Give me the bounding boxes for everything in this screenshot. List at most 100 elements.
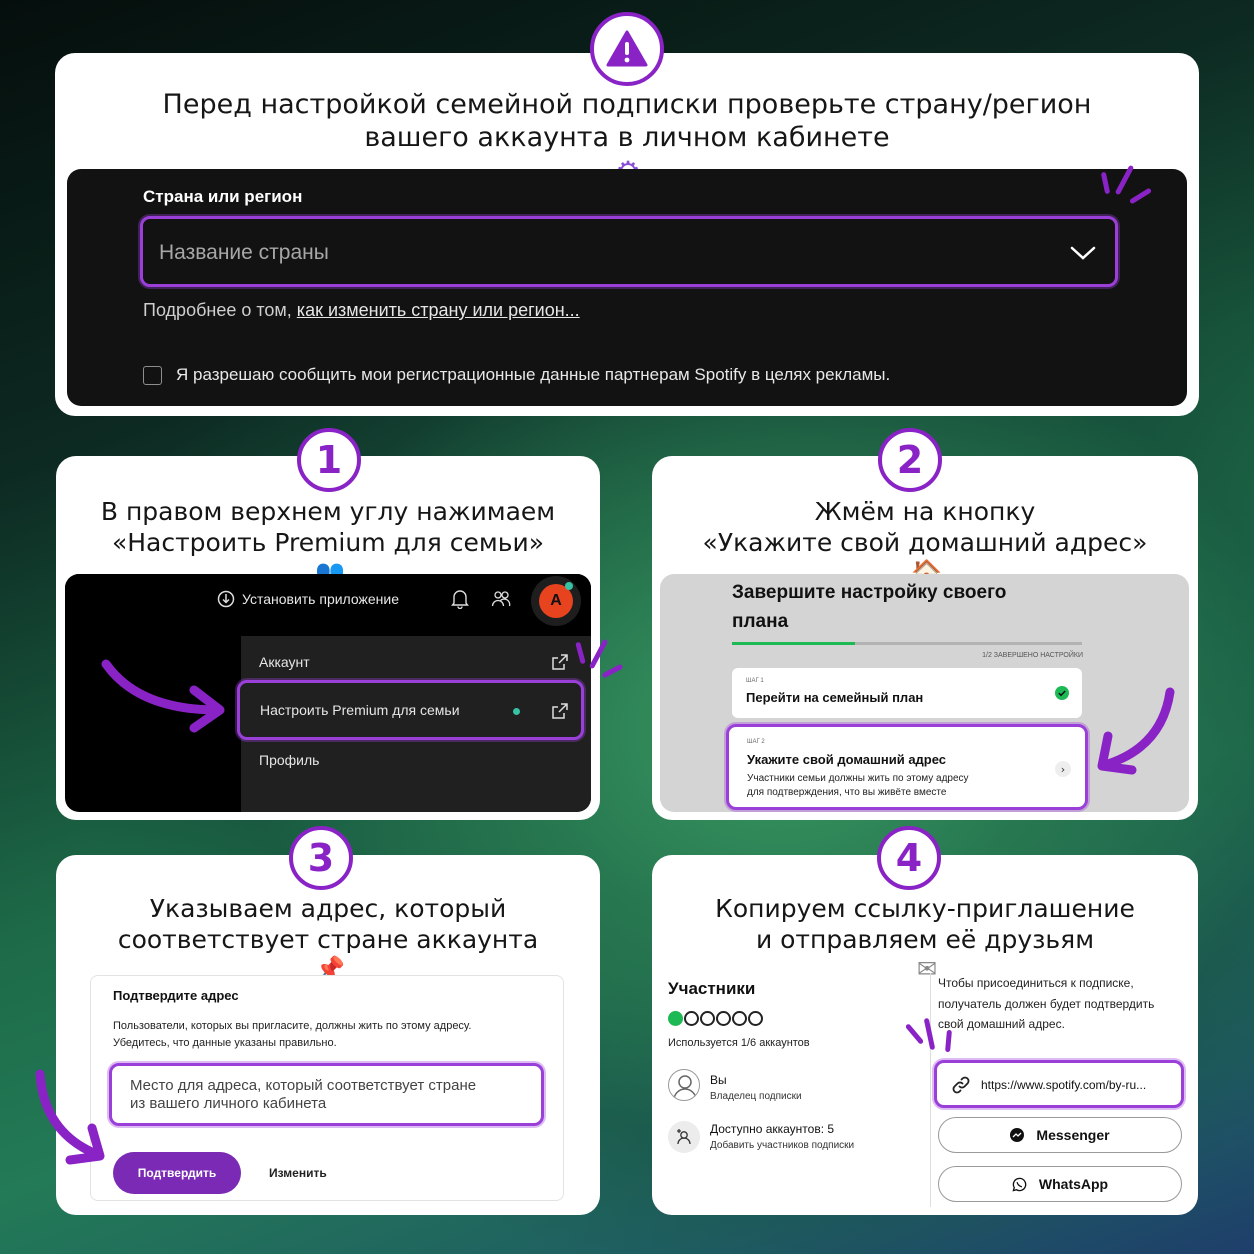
accounts-used: Используется 1/6 аккаунтов [668, 1037, 810, 1049]
member-slot-empty-icon [684, 1011, 699, 1026]
warning-icon [590, 12, 664, 86]
member-slot-empty-icon [748, 1011, 763, 1026]
member-slot-filled-icon [668, 1011, 683, 1026]
step1-title: Перейти на семейный план [746, 690, 924, 705]
step1-tag: ШАГ 1 [746, 678, 764, 684]
step4-title-line1: Копируем ссылку-приглашение [715, 894, 1135, 923]
add-member-icon[interactable] [668, 1121, 700, 1153]
country-select[interactable]: Название страны [140, 216, 1118, 287]
step3-badge: 3 [289, 826, 353, 890]
owner-role: Владелец подписки [710, 1091, 802, 1102]
friends-icon[interactable] [491, 589, 511, 609]
external-link-icon [552, 703, 568, 719]
invite-link-button[interactable]: https://www.spotify.com/by-ru... [934, 1060, 1184, 1108]
menu-item-account[interactable]: Аккаунт [259, 654, 310, 670]
whatsapp-label: WhatsApp [1038, 1176, 1109, 1192]
member-slot-empty-icon [732, 1011, 747, 1026]
column-divider [930, 973, 931, 1207]
step2-card-desc: Участники семьи должны жить по этому адр… [747, 772, 969, 800]
step1-badge: 1 [297, 428, 361, 492]
member-slot-empty-icon [700, 1011, 715, 1026]
country-help-text: Подробнее о том, как изменить страну или… [143, 300, 580, 321]
step3-title-line2: соответствует стране аккаунта [117, 924, 539, 954]
progress-track [732, 642, 1082, 645]
step4-badge: 4 [877, 826, 941, 890]
note-line1: Чтобы присоединиться к подписке, [938, 976, 1134, 990]
chevron-down-icon [1070, 246, 1096, 260]
country-field-label: Страна или регион [143, 187, 303, 206]
owner-avatar [668, 1069, 700, 1101]
addr-line1: Место для адреса, который соответствует … [130, 1077, 477, 1094]
spark-mark [601, 663, 624, 679]
step3-card: Указываем адрес, который соответствует с… [56, 855, 600, 1215]
owner-name: Вы [710, 1073, 727, 1087]
step2-title: Жмём на кнопку «Укажите свой домашний ад… [652, 497, 1198, 589]
note-line2: получатель должен будет подтвердить [938, 996, 1155, 1011]
country-select-placeholder: Название страны [159, 241, 329, 264]
new-dot [513, 708, 520, 715]
menu-item-family-label: Настроить Premium для семьи [260, 702, 460, 718]
step4-title-line2: и отправляем её друзьям [755, 924, 1095, 954]
setup-heading-line2: плана [732, 611, 789, 633]
form-title: Подтвердите адрес [113, 988, 239, 1003]
note-line3: свой домашний адрес. [938, 1017, 1065, 1032]
change-button[interactable]: Изменить [269, 1166, 327, 1180]
step4-title: Копируем ссылку-приглашение и отправляем… [652, 894, 1198, 984]
envelope-icon: ✉ [916, 955, 938, 983]
change-country-link[interactable]: как изменить страну или регион... [296, 300, 580, 320]
messenger-label: Messenger [1036, 1127, 1110, 1143]
confirm-button[interactable]: Подтвердить [113, 1152, 241, 1194]
step2-card: Жмём на кнопку «Укажите свой домашний ад… [652, 456, 1198, 820]
menu-item-family-plan[interactable]: Настроить Premium для семьи [237, 680, 584, 740]
step4-card: Копируем ссылку-приглашение и отправляем… [652, 855, 1198, 1215]
addr-line2: из вашего личного кабинета [130, 1094, 327, 1112]
step-card-2-home-address[interactable]: ШАГ 2 Укажите свой домашний адрес Участн… [726, 724, 1088, 810]
help-prefix: Подробнее о том, [143, 300, 297, 320]
step2-card-title: Укажите свой домашний адрес [747, 752, 947, 767]
progress-label: 1/2 ЗАВЕРШЕНО НАСТРОЙКИ [982, 652, 1083, 659]
whatsapp-share-button[interactable]: WhatsApp [938, 1166, 1182, 1202]
step2-title-line2: «Укажите свой домашний адрес» [702, 527, 1148, 557]
available-accounts: Доступно аккаунтов: 5 [710, 1122, 835, 1136]
add-members-text[interactable]: Добавить участников подписки [710, 1140, 855, 1151]
form-desc-line1: Пользователи, которых вы пригласите, дол… [113, 1020, 472, 1032]
step2-desc-line2: для подтверждения, что вы живёте вместе [747, 787, 947, 798]
menu-item-profile[interactable]: Профиль [259, 752, 320, 768]
address-input-placeholder: Место для адреса, который соответствует … [130, 1077, 476, 1112]
address-input[interactable]: Место для адреса, который соответствует … [109, 1063, 544, 1126]
top-title: Перед настройкой семейной подписки прове… [55, 89, 1199, 189]
chevron-right-icon: › [1055, 761, 1071, 777]
form-desc: Пользователи, которых вы пригласите, дол… [113, 1018, 471, 1051]
invite-link-text: https://www.spotify.com/by-ru... [981, 1078, 1147, 1092]
consent-checkbox[interactable] [143, 366, 162, 385]
invite-note: Чтобы присоединиться к подписке, получат… [938, 973, 1154, 1035]
external-link-icon [552, 654, 568, 670]
top-title-line2: вашего аккаунта в личном кабинете [364, 121, 890, 153]
step2-title-line1: Жмём на кнопку [814, 497, 1036, 526]
step2-tag: ШАГ 2 [747, 739, 765, 745]
messenger-icon [1010, 1128, 1025, 1142]
setup-heading: Завершите настройку своего плана [732, 578, 1006, 637]
step1-title-line1: В правом верхнем углу нажимаем [100, 497, 556, 526]
top-title-line1: Перед настройкой семейной подписки прове… [162, 89, 1092, 120]
setup-panel: Завершите настройку своего плана 1/2 ЗАВ… [660, 574, 1189, 812]
avatar-status-dot [565, 582, 573, 590]
download-icon [217, 590, 235, 608]
step-card-1[interactable]: ШАГ 1 Перейти на семейный план [732, 668, 1082, 718]
user-icon [673, 1075, 697, 1100]
install-app-link[interactable]: Установить приложение [242, 591, 400, 607]
whatsapp-icon [1012, 1177, 1027, 1192]
step1-card: В правом верхнем углу нажимаем «Настроит… [56, 456, 600, 820]
consent-text: Я разрешаю сообщить мои регистрационные … [176, 365, 891, 384]
check-circle-icon [1055, 686, 1069, 700]
messenger-share-button[interactable]: Messenger [938, 1117, 1182, 1153]
members-title: Участники [668, 979, 756, 998]
form-desc-line2: Убедитесь, что данные указаны правильно. [113, 1036, 337, 1049]
step2-desc-line1: Участники семьи должны жить по этому адр… [747, 773, 969, 784]
country-check-card: Перед настройкой семейной подписки прове… [55, 53, 1199, 416]
step2-badge: 2 [878, 428, 942, 492]
bell-icon[interactable] [451, 589, 469, 609]
setup-heading-line1: Завершите настройку своего [732, 582, 1007, 603]
step1-title: В правом верхнем углу нажимаем «Настроит… [56, 497, 600, 587]
step3-title-line1: Указываем адрес, который [149, 894, 507, 923]
